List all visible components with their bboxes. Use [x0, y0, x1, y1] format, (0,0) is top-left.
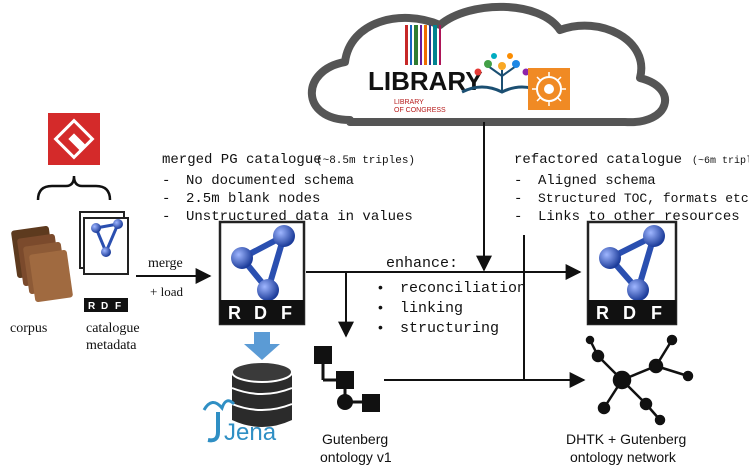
load-label: + load — [150, 284, 183, 299]
tree-book-icon — [461, 53, 543, 94]
small-rdf-r: R — [88, 301, 96, 312]
refactored-rdf-f: F — [651, 303, 662, 323]
refactored-bullet-dash-2: - — [514, 191, 522, 207]
refactored-catalogue-block: refactored catalogue (~6m triples) - Ali… — [514, 152, 749, 225]
small-rdf-f: F — [115, 301, 121, 312]
ontology-v1-label-1: Gutenberg — [322, 431, 388, 447]
merged-rdf-f: F — [281, 303, 292, 323]
enhance-item-2: linking — [400, 300, 463, 317]
merged-bullet-1: No documented schema — [186, 173, 354, 189]
refactored-bullet-2: Structured TOC, formats etc. — [538, 191, 749, 206]
orange-sun-icon — [528, 68, 570, 110]
enhance-bullet-dot-3: • — [378, 319, 383, 335]
corpus-label: corpus — [10, 321, 47, 336]
merged-catalogue-note: (~8.5m triples) — [316, 155, 415, 167]
enhance-item-3: structuring — [400, 320, 499, 337]
merged-catalogue-block: merged PG catalogue (~8.5m triples) - No… — [162, 152, 415, 225]
merged-bullet-dash-3: - — [162, 209, 170, 225]
book-stack-icon — [11, 225, 73, 303]
refactored-catalogue-title: refactored catalogue — [514, 152, 682, 168]
small-rdf-stack-icon: R D F — [79, 211, 129, 312]
catalogue-label-1: catalogue — [86, 321, 140, 336]
enhance-title: enhance: — [386, 255, 458, 272]
refactored-bullet-1: Aligned schema — [538, 173, 656, 189]
library-logo-subtext-1: LIBRARY — [394, 99, 424, 106]
merged-bullet-2: 2.5m blank nodes — [186, 191, 320, 207]
merged-rdf-icon: R D F — [218, 220, 306, 326]
enhance-item-1: reconciliation — [400, 280, 526, 297]
enhance-block: enhance: • reconciliation • linking • st… — [378, 255, 526, 337]
gutenberg-logo-icon — [48, 113, 100, 165]
refactored-rdf-d: D — [623, 303, 636, 323]
database-icon — [231, 361, 293, 427]
merge-label: merge — [148, 256, 183, 271]
merged-catalogue-title: merged PG catalogue — [162, 152, 322, 168]
small-rdf-d: D — [101, 301, 108, 312]
refactored-bullet-dash-3: - — [514, 209, 522, 225]
jena-logo-icon: Jena — [202, 399, 277, 446]
merged-bullet-3: Unstructured data in values — [186, 209, 413, 225]
merged-bullet-dash-2: - — [162, 191, 170, 207]
enhance-bullet-dot-1: • — [378, 279, 383, 295]
cloud-group: LIBRARY LIBRARY OF CONGRESS — [307, 2, 670, 127]
blue-down-arrow-icon — [244, 332, 280, 360]
network-icon — [585, 334, 694, 426]
refactored-rdf-r: R — [596, 303, 609, 323]
network-label-2: ontology network — [570, 449, 677, 465]
ontology-tree-icon — [314, 346, 380, 412]
merged-rdf-r: R — [228, 303, 241, 323]
merged-rdf-d: D — [254, 303, 267, 323]
library-barcode-icon — [405, 25, 441, 65]
merged-bullet-dash-1: - — [162, 173, 170, 189]
library-logo-subtext-2: OF CONGRESS — [394, 107, 446, 114]
refactored-rdf-icon: R D F — [586, 220, 678, 326]
network-label-1: DHTK + Gutenberg — [566, 431, 686, 447]
enhance-bullet-dot-2: • — [378, 299, 383, 315]
refactored-catalogue-note: (~6m triples) — [692, 155, 749, 167]
curly-brace — [36, 175, 112, 201]
jena-label: Jena — [224, 419, 277, 446]
ontology-v1-label-2: ontology v1 — [320, 449, 392, 465]
refactored-bullet-dash-1: - — [514, 173, 522, 189]
catalogue-label-2: metadata — [86, 338, 137, 353]
